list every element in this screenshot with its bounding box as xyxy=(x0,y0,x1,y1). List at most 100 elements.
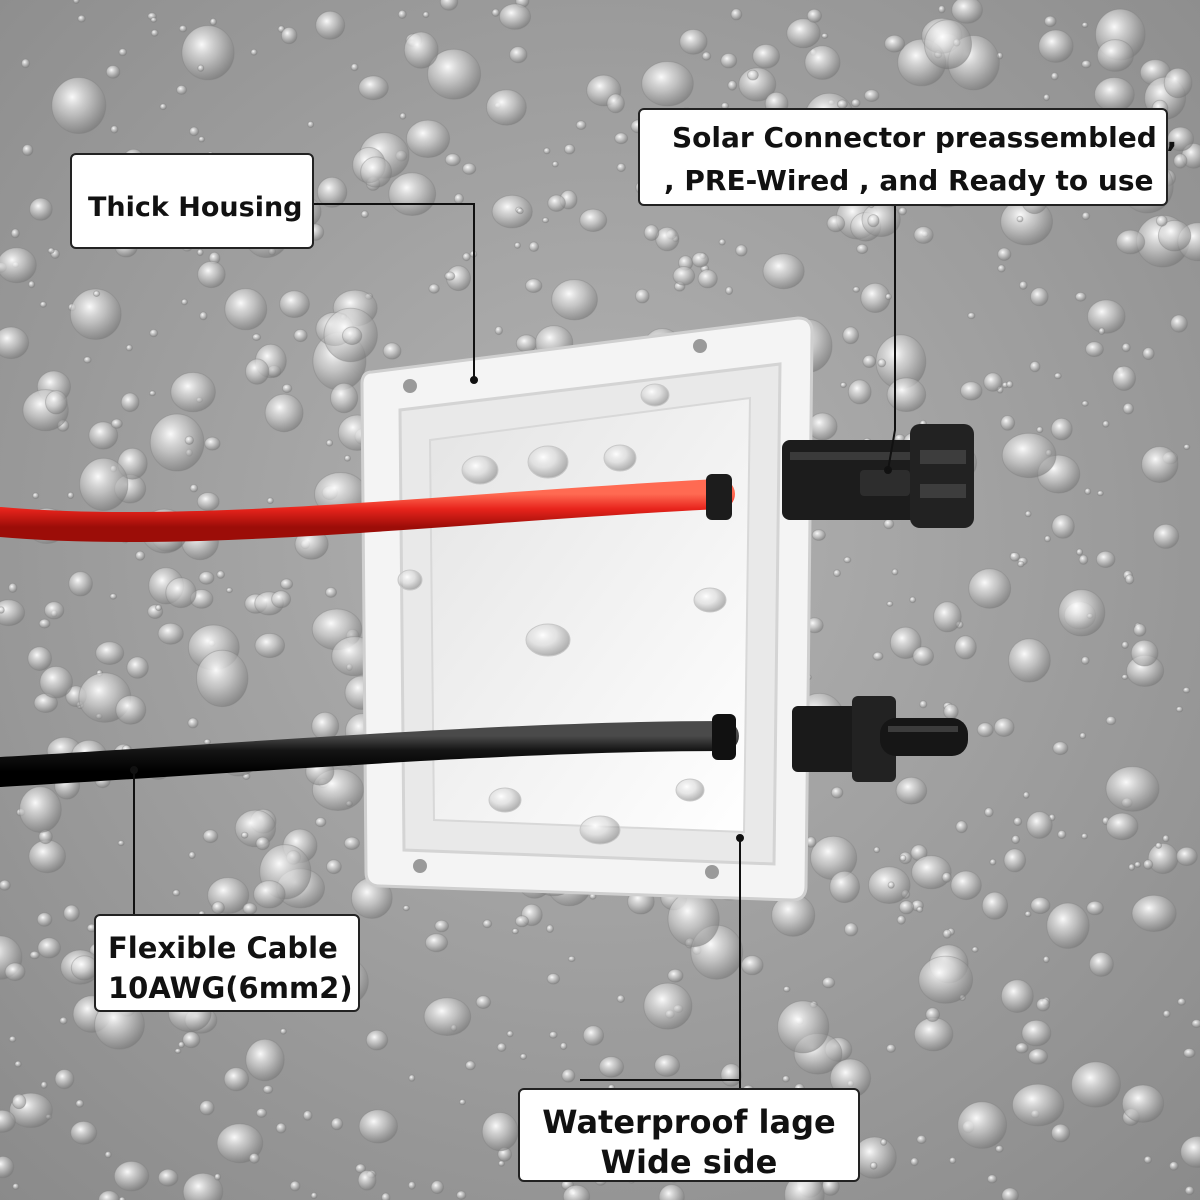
water-droplet xyxy=(898,206,907,216)
water-droplet xyxy=(720,52,738,69)
water-droplet xyxy=(165,577,197,609)
water-droplet xyxy=(1122,402,1135,415)
water-droplet xyxy=(616,994,625,1003)
water-droplet xyxy=(240,831,249,839)
water-droplet xyxy=(8,582,18,594)
water-droplet xyxy=(1121,641,1129,649)
water-droplet xyxy=(635,288,650,304)
water-droplet xyxy=(279,1028,287,1035)
water-droplet xyxy=(1000,415,1016,431)
water-droplet xyxy=(941,872,952,883)
water-droplet xyxy=(197,260,226,289)
water-droplet xyxy=(174,1048,182,1054)
water-droplet xyxy=(1057,829,1067,840)
water-droplet xyxy=(1183,1048,1196,1059)
water-droplet xyxy=(981,891,1009,920)
water-droplet xyxy=(519,1053,528,1060)
water-droplet xyxy=(1024,910,1032,918)
water-droplet xyxy=(1038,29,1074,63)
water-droplet xyxy=(44,601,65,620)
housing-droplets xyxy=(397,383,727,845)
water-droplet xyxy=(976,722,994,738)
water-droplet xyxy=(155,604,163,612)
water-droplet xyxy=(491,194,533,229)
water-droplet xyxy=(559,1042,568,1051)
water-droplet xyxy=(844,922,859,937)
water-droplet xyxy=(254,632,286,659)
water-droplet xyxy=(399,112,407,120)
water-droplet xyxy=(199,311,208,321)
water-droplet xyxy=(0,1109,16,1133)
water-droplet xyxy=(1155,842,1163,849)
water-droplet xyxy=(1121,674,1129,680)
flexible-cable-text-line1: Flexible Cable xyxy=(108,931,338,965)
water-droplet xyxy=(886,1043,896,1053)
water-droplet xyxy=(1169,1161,1179,1171)
water-droplet xyxy=(1134,861,1142,868)
water-droplet xyxy=(204,436,221,451)
water-droplet xyxy=(872,651,884,661)
water-droplet xyxy=(730,8,743,21)
water-droplet xyxy=(428,283,440,294)
water-droplet xyxy=(63,904,80,922)
water-droplet xyxy=(225,587,233,594)
water-droplet xyxy=(491,8,500,17)
water-droplet xyxy=(720,1063,743,1087)
water-droplet xyxy=(1131,894,1177,933)
water-droplet xyxy=(672,266,696,286)
water-droplet xyxy=(852,286,861,293)
water-droplet xyxy=(579,208,608,233)
water-droplet xyxy=(830,786,844,799)
water-droplet xyxy=(1022,791,1030,799)
water-droplet xyxy=(149,390,156,397)
water-droplet xyxy=(1121,1084,1165,1123)
water-droplet xyxy=(1102,420,1110,428)
water-droplet xyxy=(1163,67,1193,99)
water-droplet xyxy=(302,1110,313,1121)
water-droplet xyxy=(997,247,1012,261)
water-droplet xyxy=(1175,706,1184,713)
water-droplet xyxy=(913,226,934,244)
water-droplet xyxy=(561,1068,576,1083)
water-droplet xyxy=(925,1007,941,1022)
water-droplet xyxy=(250,48,258,56)
water-droplet xyxy=(1176,846,1198,867)
water-droplet xyxy=(444,153,461,167)
water-droplet xyxy=(120,392,140,413)
water-droplet xyxy=(209,17,218,26)
water-droplet xyxy=(1009,552,1021,562)
water-droplet xyxy=(330,382,359,414)
water-droplet xyxy=(475,995,492,1009)
water-droplet xyxy=(252,333,262,342)
water-droplet xyxy=(806,8,823,23)
water-droplet xyxy=(216,1123,264,1164)
water-droplet xyxy=(856,243,869,255)
water-droplet xyxy=(967,312,976,320)
water-droplet xyxy=(307,120,315,129)
water-droplet xyxy=(899,854,907,862)
water-droplet xyxy=(643,982,693,1030)
water-droplet xyxy=(954,635,977,660)
water-droplet xyxy=(1087,299,1126,334)
water-droplet xyxy=(614,132,629,145)
water-droplet xyxy=(494,325,503,336)
water-droplet xyxy=(109,593,118,600)
water-droplet xyxy=(804,45,841,80)
water-droplet xyxy=(95,641,125,665)
water-droplet xyxy=(839,381,847,389)
water-droplet xyxy=(1081,832,1088,840)
water-droplet xyxy=(465,1060,476,1071)
water-droplet xyxy=(1000,979,1034,1013)
water-droplet xyxy=(1008,638,1051,683)
water-droplet xyxy=(912,646,935,666)
water-droplet xyxy=(264,393,304,433)
water-droplet xyxy=(1028,1048,1049,1065)
water-droplet xyxy=(157,1168,179,1187)
water-droplet xyxy=(72,0,80,4)
water-droplet xyxy=(357,1170,377,1191)
water-droplet xyxy=(355,1163,367,1174)
water-droplet xyxy=(883,518,895,530)
water-droplet xyxy=(199,1100,215,1116)
water-droplet xyxy=(919,700,928,709)
water-droplet xyxy=(515,334,538,353)
